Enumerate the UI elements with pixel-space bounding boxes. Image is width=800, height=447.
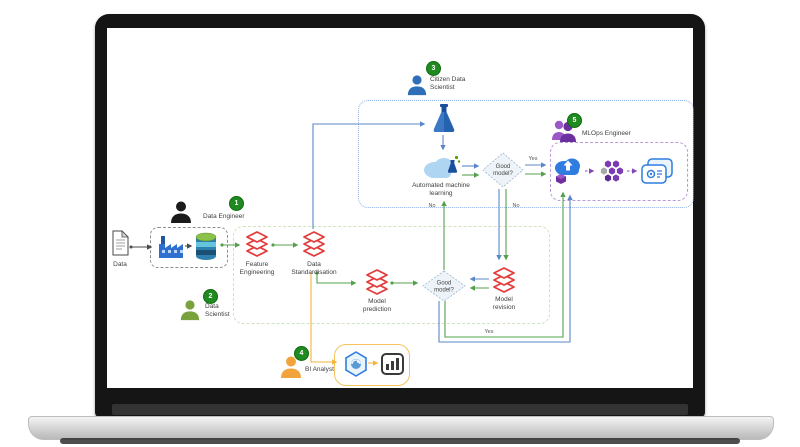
database-icon [194,232,218,261]
data-engineer-persona-icon [169,201,193,223]
model-revision-label: Model revision [492,296,516,311]
edge-label-no-right: No [512,203,520,209]
svg-text:model?: model? [434,288,454,294]
data-file-icon [112,230,129,256]
automated-ml-icon [423,154,461,181]
analysis-hexagon-icon [344,351,368,377]
bi-analyst-label: BI Analyst [305,366,334,373]
experiment-flask-icon [431,104,457,134]
data-scientist-badge: 2 [203,289,218,304]
data-scientist-persona-icon [179,299,201,321]
data-standardisation-icon [301,231,327,259]
data-factory-icon [158,234,188,259]
laptop-screen [107,28,693,388]
data-label: Data [113,261,127,268]
citizen-data-scientist-label: Citizen Data Scientist [430,76,466,91]
mlops-engineer-persona-icon [551,120,577,142]
data-engineer-label: Data Engineer [203,213,245,220]
citizen-data-scientist-badge: 3 [426,61,441,76]
deploy-cloud-icon [553,156,583,186]
power-bi-icon [381,353,404,375]
mlops-engineer-label: MLOps Engineer [582,130,631,137]
data-scientist-group-box [233,226,550,324]
data-scientist-label: Data Scientist [205,303,230,318]
edge-label-yes-top: Yes [528,156,538,162]
mlops-engineer-badge: 5 [567,113,582,128]
bi-analyst-persona-icon [279,356,303,378]
model-cards-icon [641,158,673,185]
model-prediction-label: Model prediction [362,298,392,313]
automl-group-box [358,100,694,208]
data-standardisation-label: Data Standardisation [291,261,337,276]
mlops-group-box [550,142,688,201]
svg-text:Good: Good [496,164,511,170]
automated-ml-label: Automated machine learning [412,182,470,197]
edge-label-no-left: No [428,203,436,209]
good-model-decision-top: Good model? [482,152,524,188]
svg-text:Good: Good [437,281,452,287]
feature-engineering-label: Feature Engineering [239,261,275,276]
model-prediction-icon [364,269,390,297]
model-revision-icon [491,267,517,295]
citizen-data-scientist-persona-icon [406,74,428,96]
kubernetes-cluster-icon [599,159,625,183]
good-model-decision-bottom: Good model? [422,270,466,302]
data-engineer-badge: 1 [229,196,244,211]
feature-engineering-icon [244,231,270,259]
svg-text:model?: model? [493,171,513,177]
bi-group-box [334,344,410,386]
edge-label-yes-bottom: Yes [484,329,494,335]
bi-analyst-badge: 4 [294,346,309,361]
laptop-hinge [112,404,688,415]
laptop-base-shadow [60,438,740,444]
